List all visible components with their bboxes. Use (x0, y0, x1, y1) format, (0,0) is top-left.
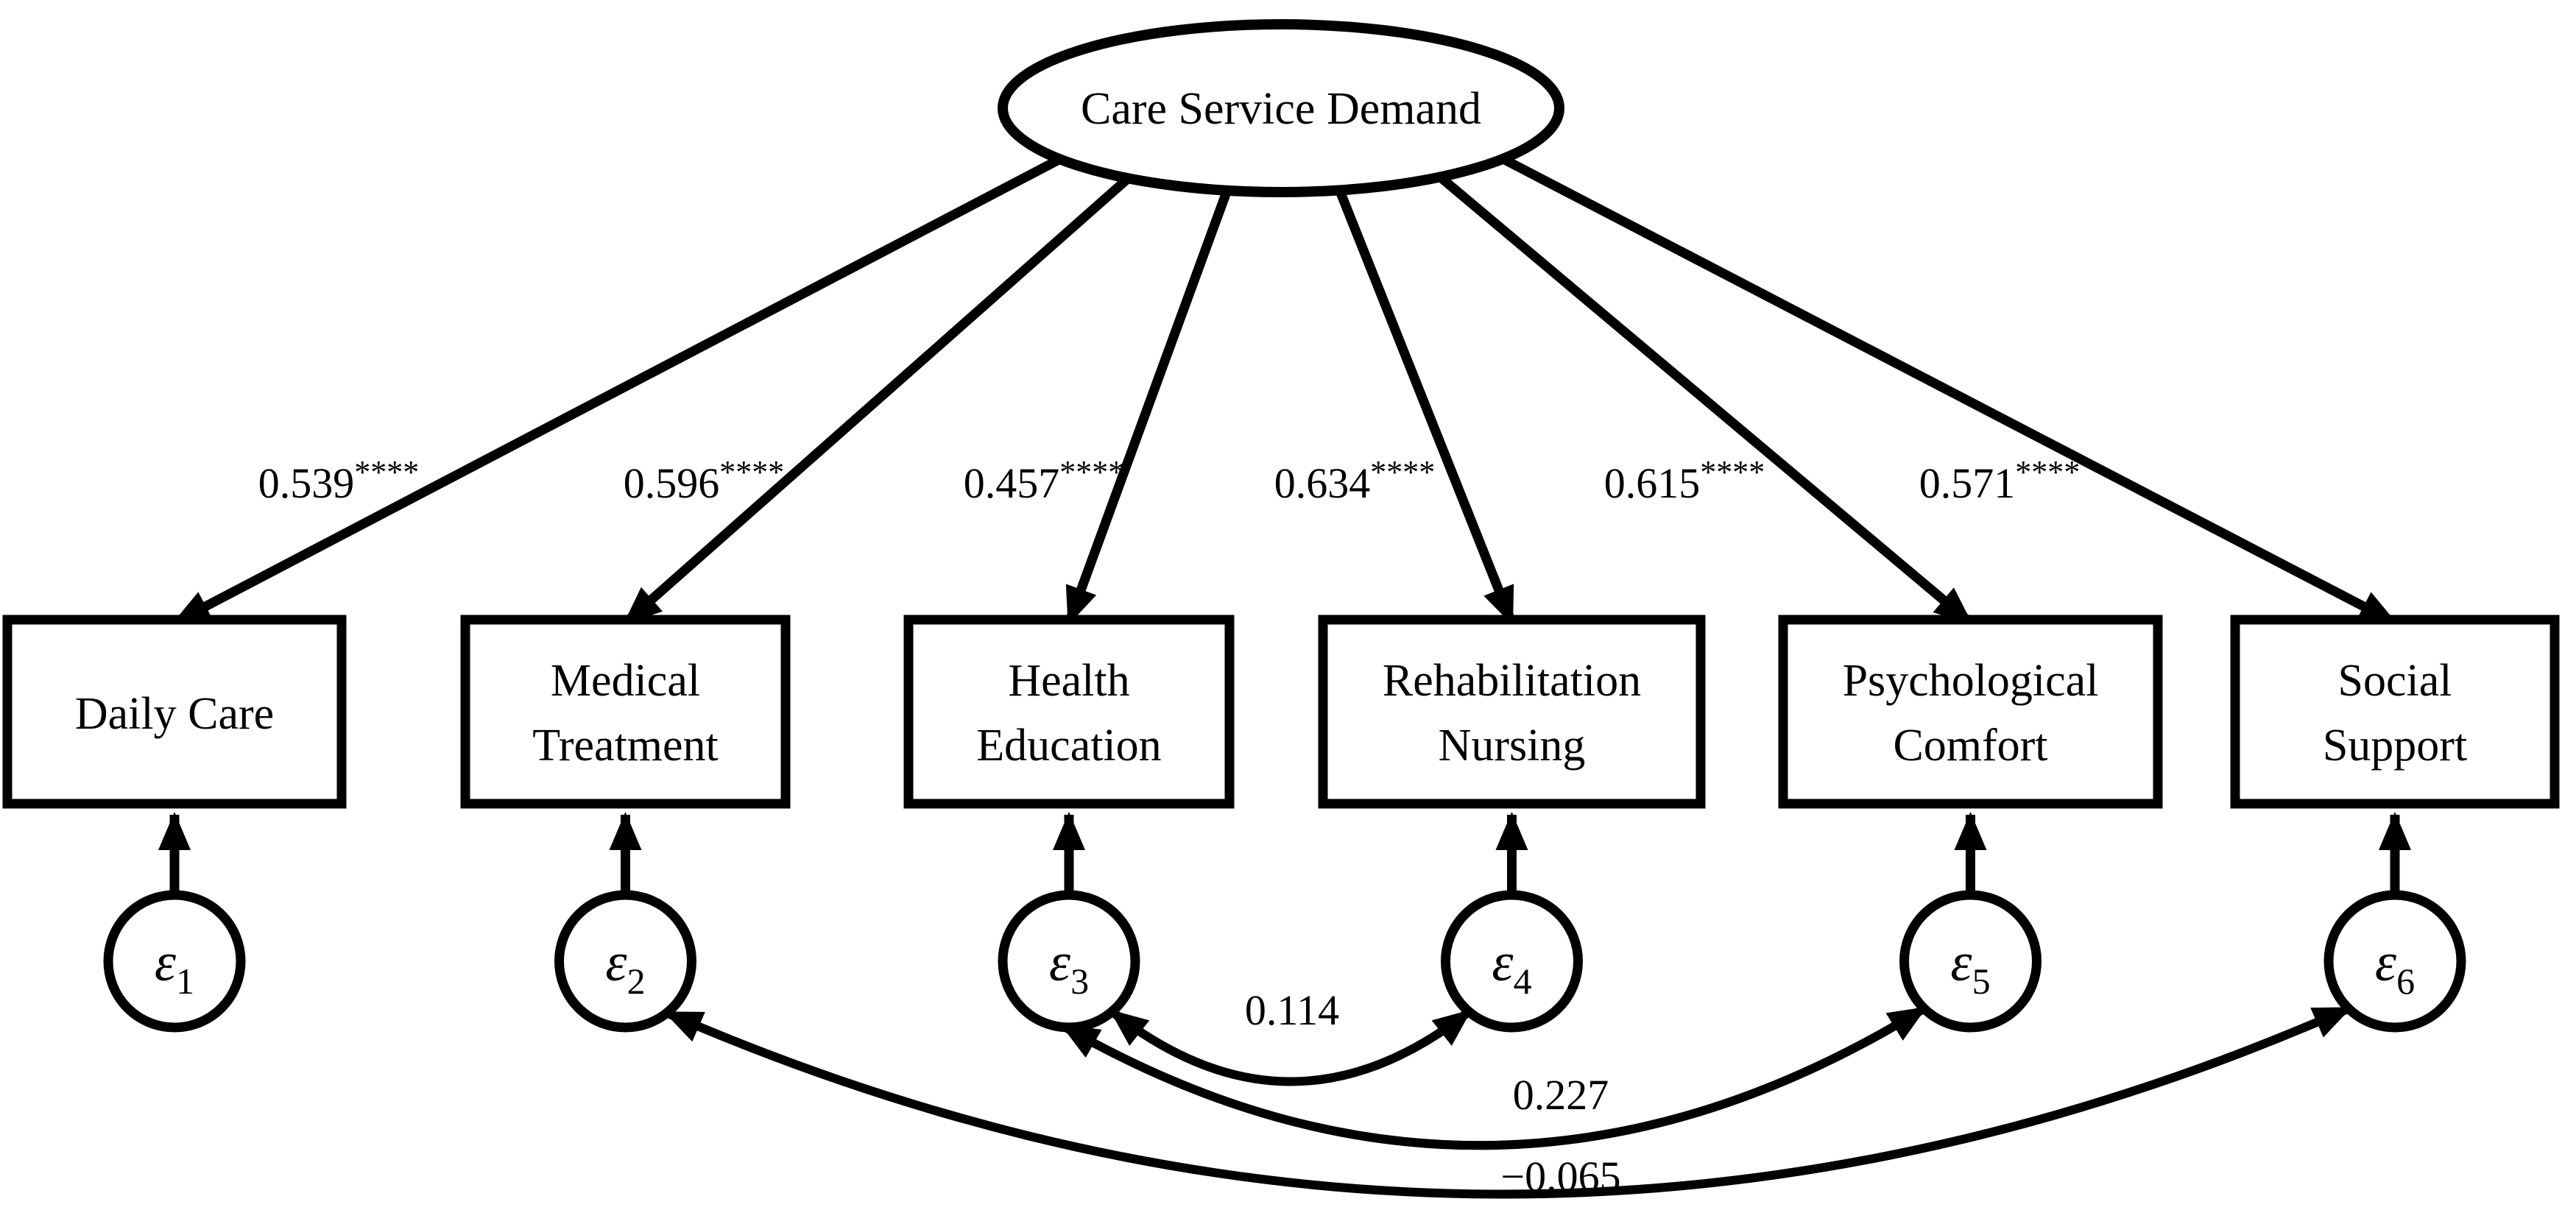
error-circle-6 (2323, 890, 2466, 1033)
loading-label-6: 0.571**** (1919, 454, 2081, 507)
error-circle-5 (1899, 890, 2042, 1033)
covariance-label-3: −0.065 (1500, 1153, 1620, 1200)
indicator-box-4 (1318, 615, 1706, 809)
error-subscript: 2 (627, 960, 646, 1002)
loading-label-2: 0.596**** (624, 454, 785, 507)
covariance-curve-2 (1060, 1004, 1927, 1150)
error-label-2: ε2 (605, 933, 645, 1002)
indicator-label-line: Medical (551, 656, 700, 706)
error-subscript: 1 (176, 960, 194, 1002)
indicator-label-line: Social (2338, 656, 2452, 706)
indicator-box-5 (1778, 615, 2163, 809)
error-subscript: 4 (1514, 960, 1532, 1002)
indicator-label-line: Education (976, 721, 1161, 771)
covariance-label-1: 0.114 (1245, 986, 1339, 1034)
error-circle-3 (998, 890, 1140, 1033)
error-subscript: 6 (2396, 960, 2415, 1002)
covariance-curve-3 (663, 1004, 2352, 1199)
loading-label-1: 0.539**** (258, 454, 420, 507)
error-subscript: 5 (1972, 960, 1991, 1002)
indicator-label-line: Support (2323, 721, 2467, 771)
significance-stars: **** (1059, 454, 1124, 490)
covariance-label-2: 0.227 (1513, 1071, 1609, 1119)
loading-arrow-2 (622, 174, 1132, 626)
error-circle-2 (554, 890, 696, 1033)
significance-stars: **** (1700, 454, 1765, 490)
indicator-box-2 (460, 615, 791, 809)
indicator-label-line: Daily Care (75, 689, 274, 739)
error-label-1: ε1 (155, 933, 194, 1002)
loading-arrow-4 (1335, 188, 1517, 626)
error-label-6: ε6 (2375, 933, 2415, 1002)
indicator-box-1 (2, 615, 347, 809)
significance-stars: **** (354, 454, 419, 490)
indicator-label-line: Psychological (1843, 656, 2099, 706)
indicator-box-3 (903, 615, 1235, 809)
error-circle-1 (103, 890, 246, 1033)
error-label-5: ε5 (1950, 933, 1990, 1002)
significance-stars: **** (719, 454, 784, 490)
error-circle-4 (1441, 890, 1583, 1033)
significance-stars: **** (1370, 454, 1435, 490)
loading-arrow-1 (172, 155, 1062, 627)
indicator-label-line: Comfort (1893, 721, 2047, 771)
loading-label-3: 0.457**** (964, 454, 1125, 507)
significance-stars: **** (2015, 454, 2080, 490)
indicator-label-line: Treatment (532, 721, 719, 771)
error-label-4: ε4 (1492, 933, 1531, 1002)
loading-arrow-3 (1064, 188, 1232, 626)
indicator-label-line: Health (1008, 656, 1129, 706)
error-label-3: ε3 (1049, 933, 1089, 1002)
loading-arrow-5 (1436, 173, 1974, 626)
indicator-label-line: Nursing (1439, 721, 1586, 771)
loading-label-5: 0.615**** (1604, 454, 1765, 507)
indicator-label-line: Rehabilitation (1383, 656, 1641, 706)
error-subscript: 3 (1070, 960, 1089, 1002)
loading-label-4: 0.634**** (1274, 454, 1436, 507)
latent-label: Care Service Demand (1081, 84, 1481, 134)
loading-arrow-6 (1500, 155, 2398, 627)
latent-ellipse (998, 19, 1564, 197)
indicator-box-6 (2230, 615, 2560, 809)
